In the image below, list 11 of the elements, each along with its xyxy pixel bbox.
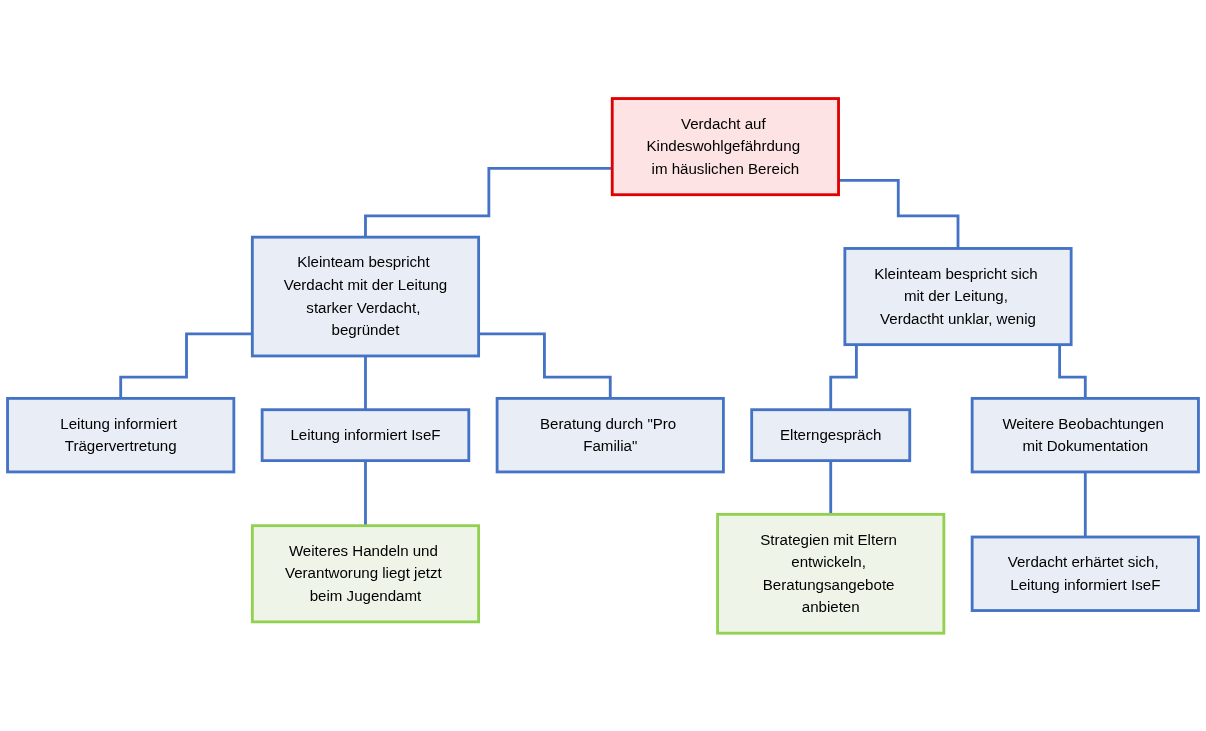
node-box: Leitung informiert Trägervertretung <box>6 396 236 473</box>
node-box: Elterngespräch <box>750 407 912 462</box>
node-box: Verdacht erhärtet sich, Leitung informiert IseF <box>970 535 1200 612</box>
node-box: Weitere Beobachtungen mit Dokumentation <box>970 396 1200 473</box>
node-box: Verdacht auf Kindeswohlgefährdung im häuslichen Bereich <box>610 96 840 196</box>
node-box: Beratung durch "Pro Familia" <box>495 396 725 473</box>
node-box: Weiteres Handeln und Verantworung liegt jetzt beim Jugendamt <box>250 523 481 623</box>
node-box: Leitung informiert IseF <box>260 407 471 462</box>
node-box: Kleinteam bespricht Verdacht mit der Leitung starker Verdacht, begründet <box>250 235 481 357</box>
node-box: Kleinteam bespricht sich mit der Leitung, Verdactht unklar, wenig <box>843 246 1073 346</box>
node-box: Strategien mit Eltern entwickeln, Beratungsangebote anbieten <box>716 512 946 635</box>
